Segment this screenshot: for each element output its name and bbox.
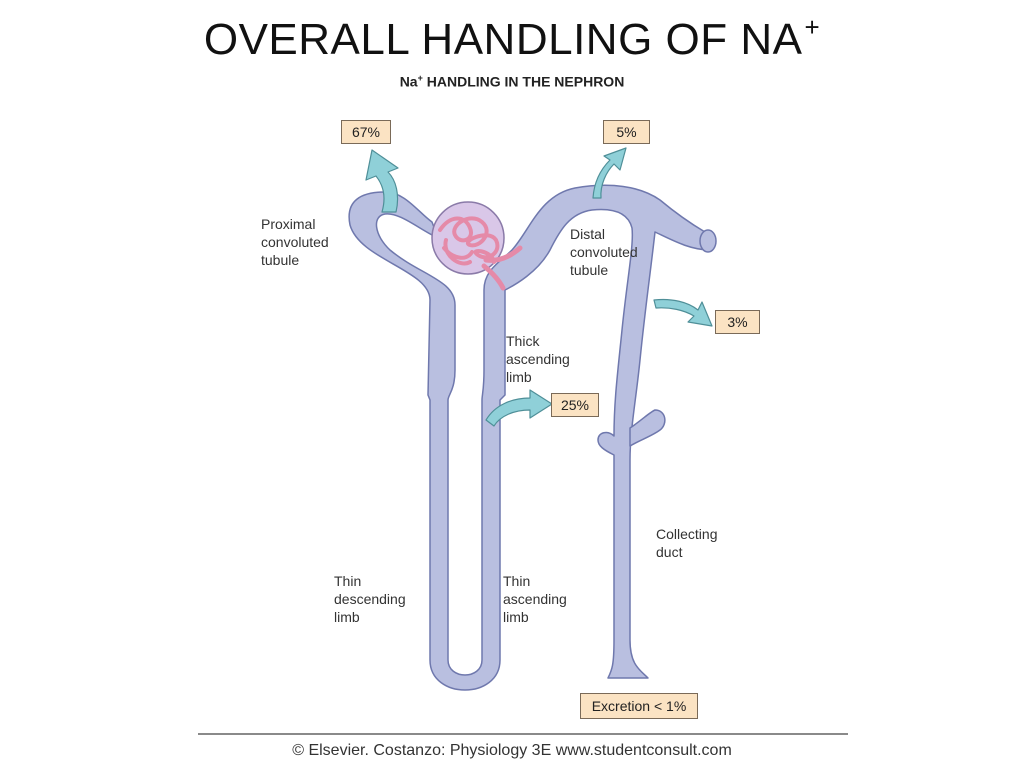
afferent-arteriole: [483, 245, 523, 263]
label-thin-descending-limb: Thin descending limb: [334, 573, 406, 625]
late-distal-reabsorption-badge: 3%: [715, 310, 760, 334]
footer-divider: [198, 733, 848, 735]
label-collecting-duct: Collecting duct: [656, 526, 718, 560]
distal-tube-end: [699, 229, 717, 253]
slide-title: OVERALL HANDLING OF NA+: [203, 12, 821, 64]
label-proximal-tubule: Proximal convoluted tubule: [261, 216, 329, 268]
thick-ascending-arrow: [485, 389, 553, 427]
late-distal-arrow: [653, 298, 713, 327]
proximal-arrow: [365, 149, 399, 213]
glomerulus: [431, 201, 523, 291]
nephron-tubule: [348, 184, 717, 691]
copyright-credit: © Elsevier. Costanzo: Physiology 3E www.…: [292, 742, 732, 759]
figure-title: Na+ HANDLING IN THE NEPHRON: [399, 73, 625, 90]
excretion-badge: Excretion < 1%: [580, 693, 698, 719]
efferent-arteriole: [481, 263, 506, 291]
distal-reabsorption-badge: 5%: [603, 120, 650, 144]
glomerular-capillaries: [438, 216, 500, 266]
thick-ascending-reabsorption-badge: 25%: [551, 393, 599, 417]
label-thin-ascending-limb: Thin ascending limb: [503, 573, 567, 625]
proximal-tubule-shape: [348, 184, 711, 691]
proximal-reabsorption-badge: 67%: [341, 120, 391, 144]
label-thick-ascending-limb: Thick ascending limb: [506, 333, 570, 385]
reabsorption-arrows: [365, 147, 713, 427]
collecting-duct-branch: [629, 409, 666, 447]
label-distal-tubule: Distal convoluted tubule: [570, 226, 638, 278]
distal-arrow: [592, 147, 627, 199]
